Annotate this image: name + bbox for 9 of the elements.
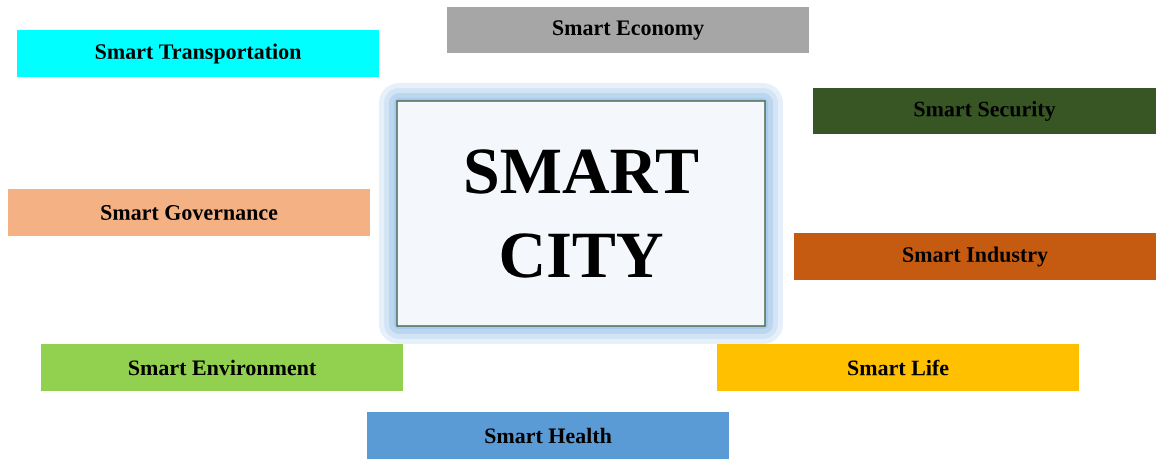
topic-box: Smart Transportation (17, 30, 379, 77)
topic-box: Smart Environment (41, 344, 403, 391)
topic-box: Smart Economy (447, 7, 809, 53)
topic-box: Smart Health (367, 412, 729, 459)
topic-box: Smart Security (813, 88, 1156, 134)
topic-box: Smart Industry (794, 233, 1156, 280)
topic-box: Smart Governance (8, 189, 370, 236)
title-box: SMART CITY (379, 83, 783, 344)
topic-box: Smart Life (717, 344, 1079, 391)
